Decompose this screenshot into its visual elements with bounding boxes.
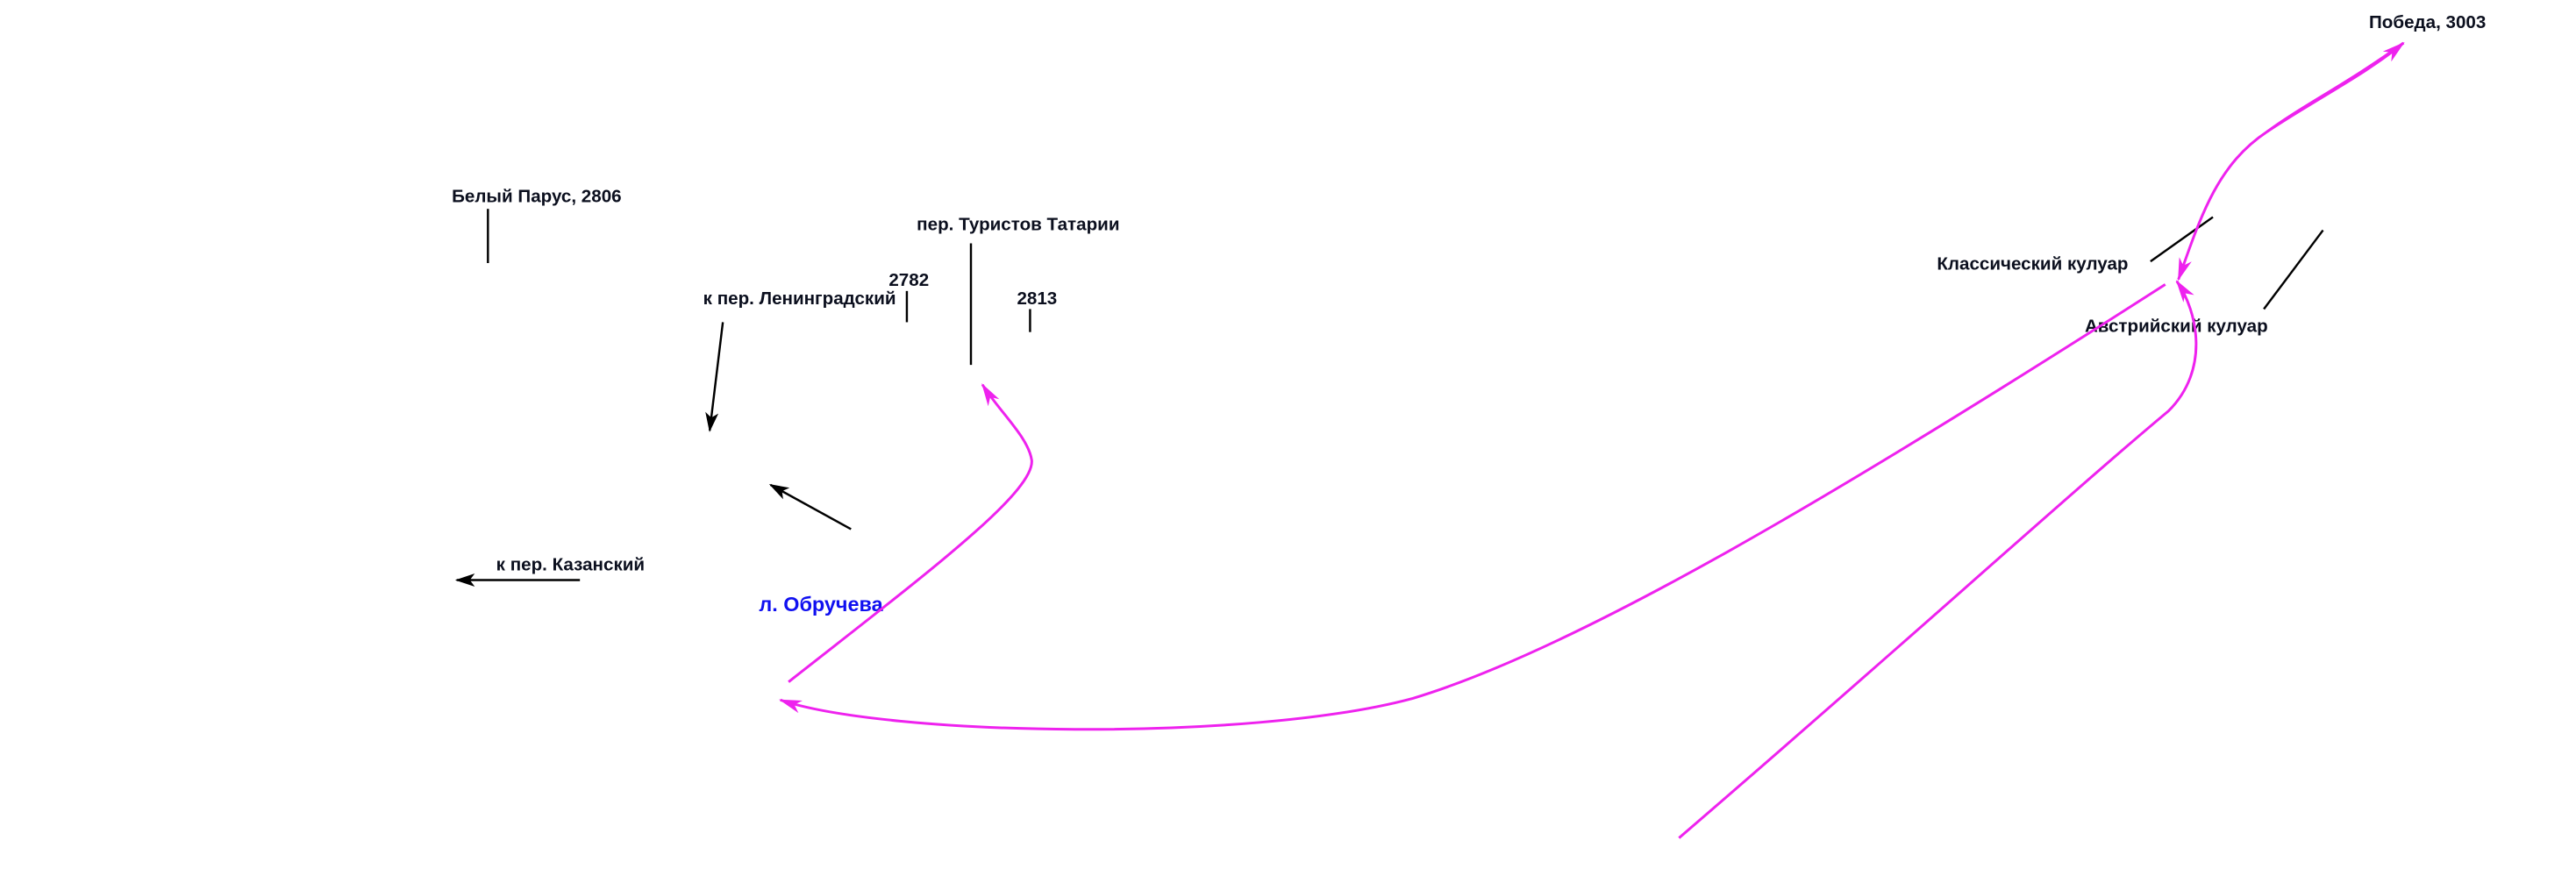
label-peak-2813: 2813: [1017, 288, 1057, 309]
label-classic-couloir: Классический кулуар: [1937, 254, 2128, 274]
route-to-turistov-tatarii: [788, 383, 1033, 683]
arrow-to-leningradsky: [705, 322, 724, 432]
leader-line-austrian-couloir: [2263, 229, 2324, 310]
leader-line-classic-couloir: [2150, 216, 2214, 263]
label-to-kazansky: к пер. Казанский: [496, 554, 645, 574]
label-austrian-couloir: Австрийский кулуар: [2085, 317, 2268, 337]
label-bely-parus: Белый Парус, 2806: [452, 187, 622, 207]
route-classic-couloir-descent: [2177, 41, 2405, 281]
route-glacier-traverse: [778, 283, 2166, 731]
route-to-pobeda-summit: [2266, 41, 2405, 133]
label-turistov-tatarii: пер. Туристов Татарии: [917, 215, 1119, 235]
route-austrian-couloir: [1678, 280, 2198, 839]
label-peak-2782: 2782: [888, 270, 929, 290]
label-to-leningradsky: к пер. Ленинградский: [703, 288, 896, 309]
label-pobeda: Победа, 3003: [2369, 12, 2486, 32]
direction-arrow: [768, 483, 852, 531]
label-glacier: л. Обручева: [759, 593, 883, 616]
